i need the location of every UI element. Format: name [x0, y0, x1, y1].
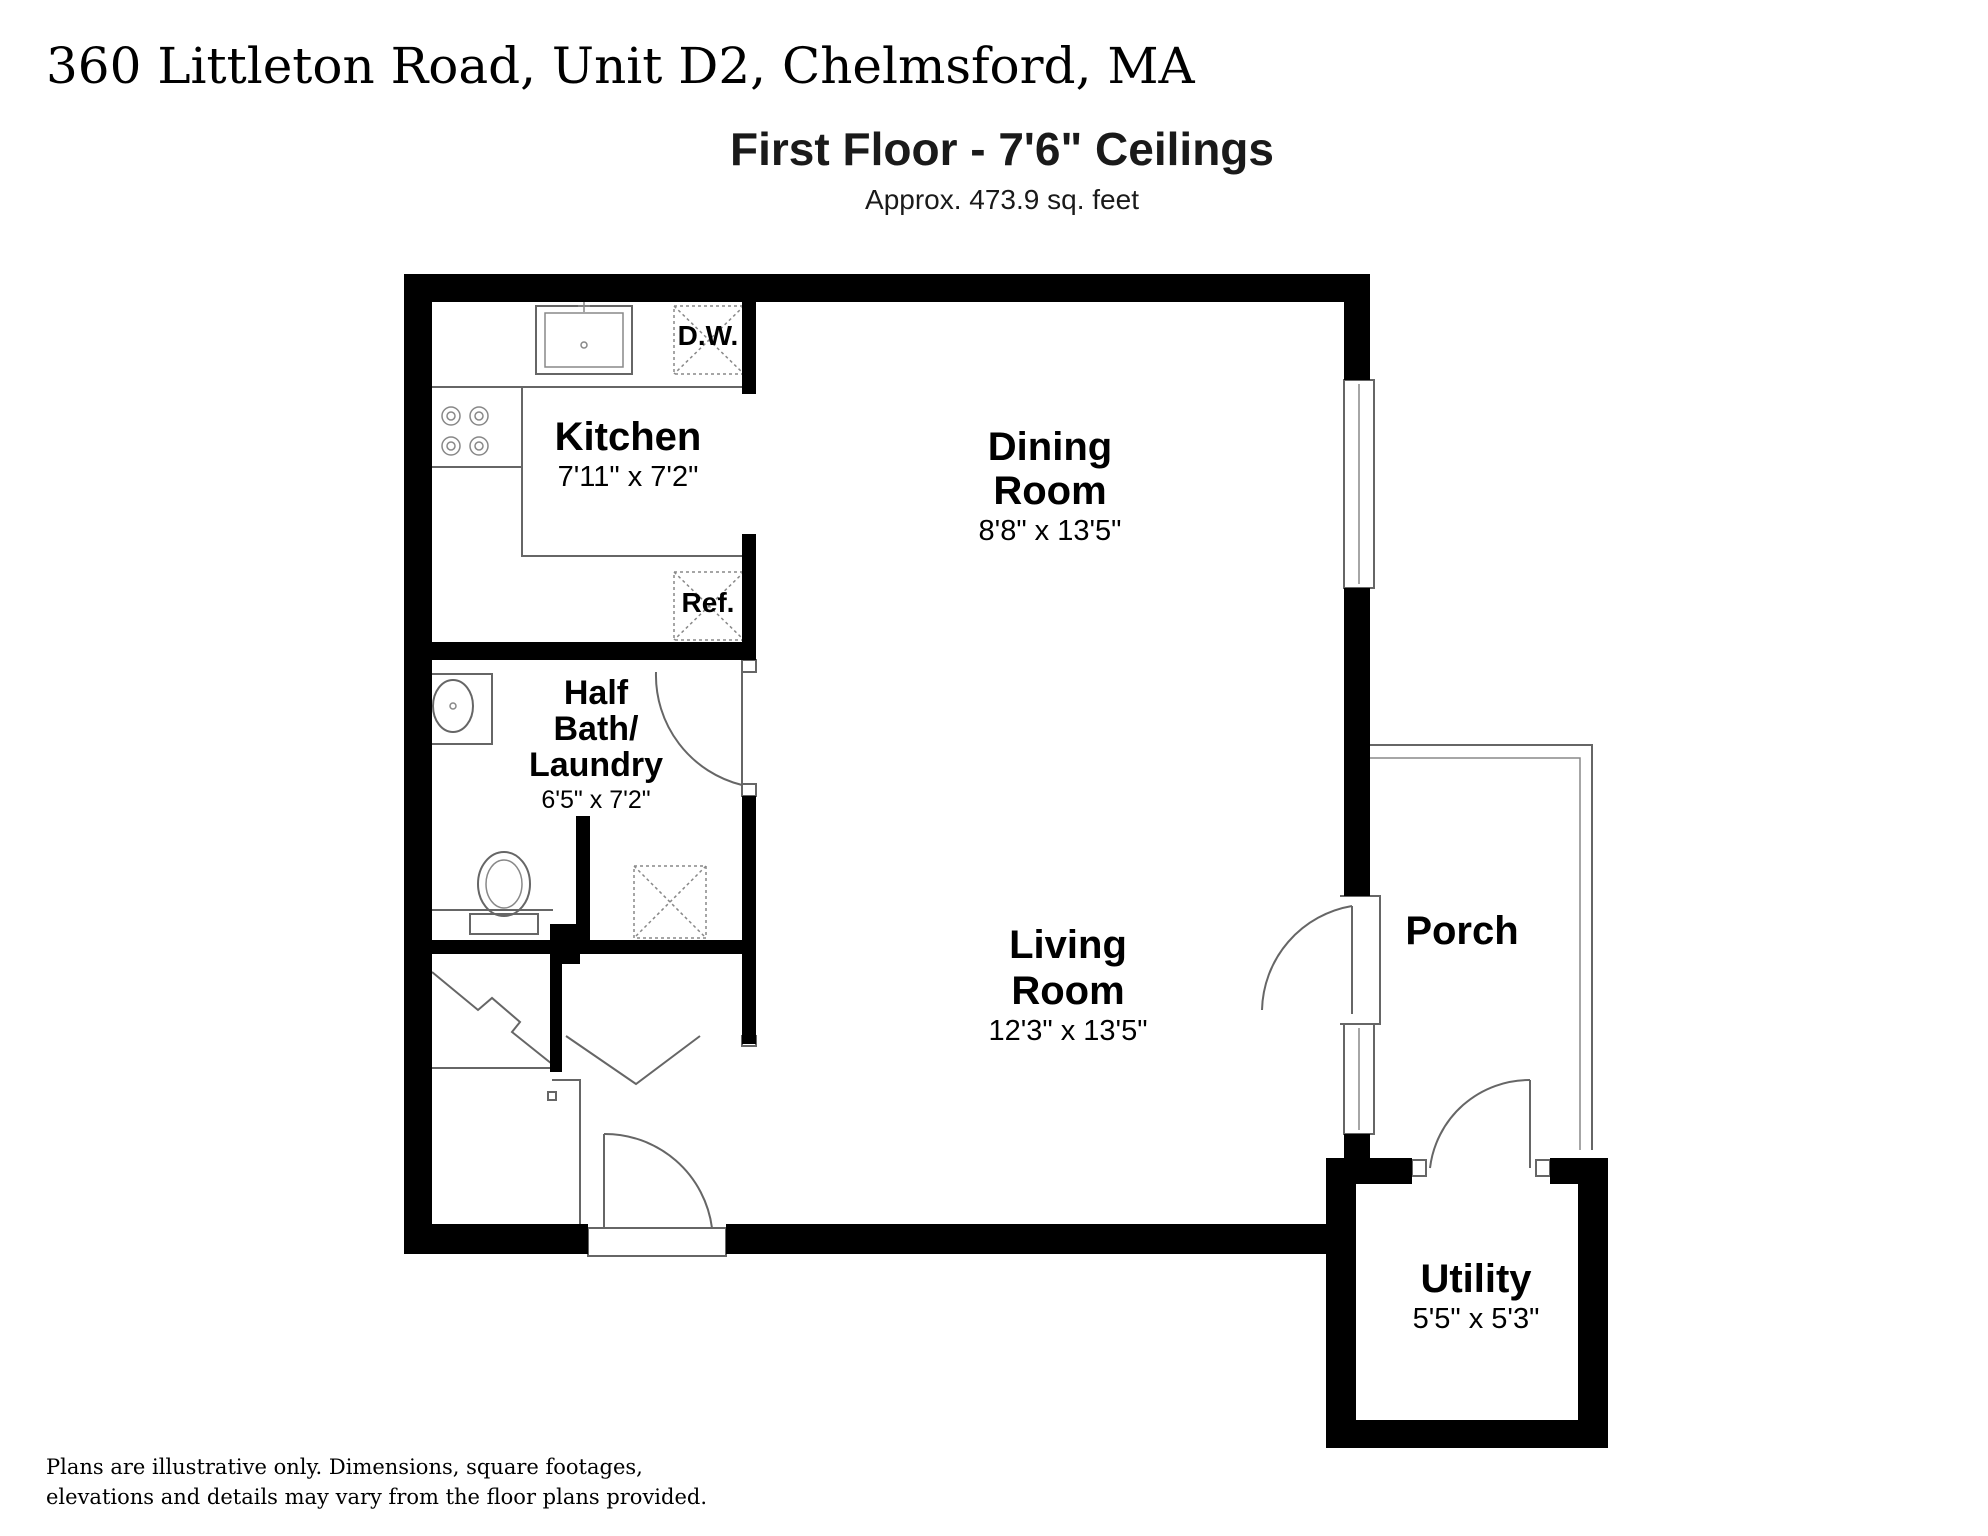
fixtures — [432, 300, 745, 939]
floor-area: Approx. 473.9 sq. feet — [865, 184, 1139, 215]
room-name-halfbath-line2: Bath/ — [554, 710, 640, 748]
room-name-dining-line2: Room — [993, 469, 1106, 513]
room-name-living-line2: Room — [1011, 969, 1124, 1013]
room-name-halfbath-line1: Half — [564, 674, 629, 712]
room-dims-kitchen: 7'11" x 7'2" — [558, 461, 699, 493]
room-name-porch: Porch — [1405, 909, 1518, 953]
disclaimer-line2: elevations and details may vary from the… — [46, 1485, 707, 1509]
disclaimer-line1: Plans are illustrative only. Dimensions,… — [46, 1455, 643, 1479]
address-title: 360 Littleton Road, Unit D2, Chelmsford,… — [46, 37, 1196, 95]
stove-icon — [441, 406, 489, 456]
room-dims-halfbath: 6'5" x 7'2" — [541, 786, 650, 814]
floor-title: First Floor - 7'6" Ceilings — [730, 123, 1274, 175]
bathroom-sink-icon — [432, 679, 474, 733]
room-name-kitchen: Kitchen — [555, 415, 702, 459]
appliance-label-refrigerator: Ref. — [682, 587, 735, 618]
room-labels: D.W. Ref. Kitchen 7'11" x 7'2" Dining Ro… — [529, 320, 1539, 1335]
appliance-label-dishwasher: D.W. — [678, 320, 739, 351]
room-dims-dining: 8'8" x 13'5" — [979, 515, 1122, 547]
room-name-dining-line1: Dining — [988, 425, 1112, 469]
room-dims-utility: 5'5" x 5'3" — [1413, 1303, 1540, 1335]
laundry-icon — [633, 865, 707, 939]
room-dims-living: 12'3" x 13'5" — [988, 1015, 1147, 1047]
toilet-icon — [469, 851, 539, 935]
room-name-living-line1: Living — [1009, 923, 1127, 967]
room-name-utility: Utility — [1420, 1257, 1532, 1301]
room-name-halfbath-line3: Laundry — [529, 746, 663, 784]
walls — [404, 274, 1608, 1448]
